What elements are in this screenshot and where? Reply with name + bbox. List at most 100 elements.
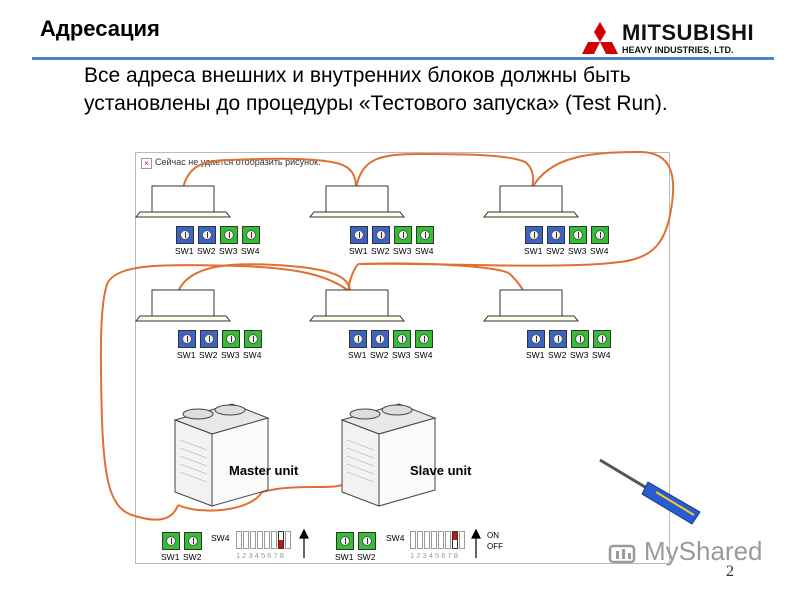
indoor-unit-5 — [308, 289, 406, 322]
wire-5 — [99, 264, 351, 521]
dip-switch[interactable] — [459, 531, 465, 549]
page-title: Адресация — [40, 16, 160, 41]
dip-switch[interactable] — [278, 531, 284, 549]
dip-switch[interactable] — [431, 531, 437, 549]
indoor-unit-2 — [308, 185, 406, 218]
switch-label: SW1 — [526, 350, 545, 360]
on-label: ON — [487, 531, 499, 540]
dip-switch[interactable] — [452, 531, 458, 549]
body-text: Все адреса внешних и внутренних блоков д… — [84, 64, 668, 115]
indoor-unit-4 — [134, 289, 232, 322]
dip-switch[interactable] — [417, 531, 423, 549]
rotary-switch-sw1[interactable] — [162, 532, 180, 550]
image-error-text: Сейчас не удается отобразить рисунок. — [155, 157, 321, 167]
rotary-switch-sw3[interactable] — [571, 330, 589, 348]
wire-3 — [359, 150, 675, 267]
wire-1 — [182, 157, 357, 189]
dip-switch[interactable] — [243, 531, 249, 549]
switch-label: SW4 — [592, 350, 611, 360]
rotary-switch-sw2[interactable] — [358, 532, 376, 550]
switch-label: SW2 — [548, 350, 567, 360]
switch-label: SW4 — [241, 246, 260, 256]
switch-label: SW4 — [415, 246, 434, 256]
switch-label: SW2 — [357, 552, 376, 562]
wire-8 — [359, 262, 525, 293]
myshared-logo-icon — [608, 544, 636, 564]
switch-label: SW1 — [175, 246, 194, 256]
rotary-switch-sw4[interactable] — [244, 330, 262, 348]
page-number: 2 — [726, 563, 734, 580]
switch-label: SW3 — [219, 246, 238, 256]
switch-label: SW3 — [568, 246, 587, 256]
dip-switch[interactable] — [285, 531, 291, 549]
rotary-switch-sw3[interactable] — [222, 330, 240, 348]
rotary-switch-sw1[interactable] — [176, 226, 194, 244]
dip-label-slave: SW4 — [386, 533, 405, 543]
screwdriver-icon — [599, 458, 701, 525]
dip-switch[interactable] — [410, 531, 416, 549]
rotary-switch-sw1[interactable] — [350, 226, 368, 244]
rotary-switch-sw2[interactable] — [200, 330, 218, 348]
wire-2 — [355, 152, 535, 189]
rotary-switch-sw2[interactable] — [371, 330, 389, 348]
rotary-switch-sw1[interactable] — [525, 226, 543, 244]
switch-label: SW2 — [197, 246, 216, 256]
broken-image-icon: × — [141, 158, 152, 169]
switch-label: SW2 — [370, 350, 389, 360]
rotary-switch-sw4[interactable] — [416, 226, 434, 244]
rotary-switch-sw3[interactable] — [393, 330, 411, 348]
rotary-switch-sw4[interactable] — [591, 226, 609, 244]
logo-subtitle: HEAVY INDUSTRIES, LTD. — [622, 45, 734, 55]
switch-label: SW2 — [199, 350, 218, 360]
rotary-switch-sw1[interactable] — [349, 330, 367, 348]
title-underline — [32, 57, 774, 60]
rotary-switch-sw2[interactable] — [198, 226, 216, 244]
slave-unit-label: Slave unit — [410, 463, 472, 478]
switch-label: SW1 — [524, 246, 543, 256]
switch-label: SW4 — [590, 246, 609, 256]
rotary-switch-sw2[interactable] — [372, 226, 390, 244]
rotary-switch-sw3[interactable] — [569, 226, 587, 244]
dip-switch[interactable] — [438, 531, 444, 549]
dip-switch[interactable] — [250, 531, 256, 549]
switch-label: SW3 — [221, 350, 240, 360]
rotary-switch-sw3[interactable] — [220, 226, 238, 244]
rotary-switch-sw3[interactable] — [394, 226, 412, 244]
dip-switch[interactable] — [424, 531, 430, 549]
logo-name: MITSUBISHI — [622, 20, 755, 45]
on-off-arrow-icon — [471, 528, 481, 558]
switch-label: SW2 — [546, 246, 565, 256]
rotary-switch-sw2[interactable] — [549, 330, 567, 348]
indoor-unit-6 — [482, 289, 580, 322]
dip-switch[interactable] — [236, 531, 242, 549]
switch-label: SW1 — [348, 350, 367, 360]
switch-label: SW1 — [349, 246, 368, 256]
dip-switch[interactable] — [445, 531, 451, 549]
rotary-switch-sw4[interactable] — [242, 226, 260, 244]
dip-switch[interactable] — [264, 531, 270, 549]
switch-label: SW3 — [393, 246, 412, 256]
rotary-switch-sw1[interactable] — [527, 330, 545, 348]
rotary-switch-sw2[interactable] — [547, 226, 565, 244]
dip-switch[interactable] — [257, 531, 263, 549]
rotary-switch-sw4[interactable] — [593, 330, 611, 348]
dip-switch[interactable] — [271, 531, 277, 549]
dip-numbers-slave: 1 2 3 4 5 6 7 8 — [410, 551, 458, 560]
switch-label: SW2 — [371, 246, 390, 256]
indoor-unit-1 — [134, 185, 232, 218]
rotary-switch-sw4[interactable] — [415, 330, 433, 348]
outdoor-unit-slave — [340, 403, 437, 507]
master-unit-label: Master unit — [229, 463, 299, 478]
switch-label: SW1 — [335, 552, 354, 562]
watermark-text: MyShared — [644, 536, 763, 566]
switch-label: SW4 — [414, 350, 433, 360]
rotary-switch-sw1[interactable] — [178, 330, 196, 348]
rotary-switch-sw1[interactable] — [336, 532, 354, 550]
switch-label: SW2 — [183, 552, 202, 562]
switch-label: SW1 — [161, 552, 180, 562]
wire-6 — [177, 263, 351, 293]
rotary-switch-sw2[interactable] — [184, 532, 202, 550]
switch-label: SW1 — [177, 350, 196, 360]
on-off-arrow-icon-2 — [299, 528, 309, 558]
